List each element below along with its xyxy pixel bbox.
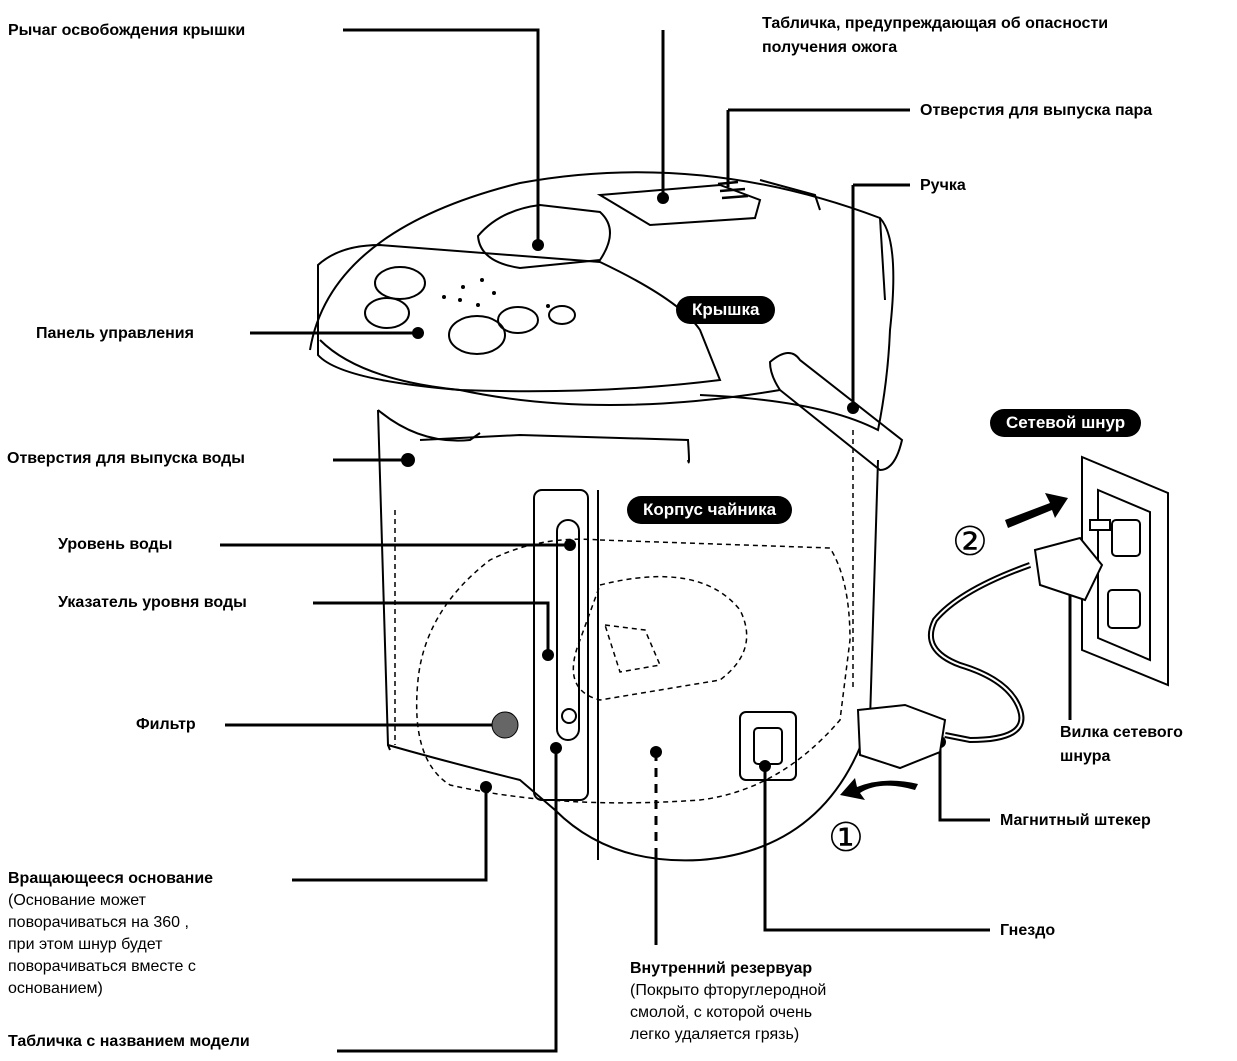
inner-tank-note-3: легко удаляется грязь) xyxy=(630,1026,799,1043)
label-socket: Гнездо xyxy=(1000,920,1055,941)
label-power-plug-line2: шнура xyxy=(1060,746,1110,767)
inner-tank-title: Внутренний резервуар xyxy=(630,958,826,980)
rotating-base-title: Вращающееся основание xyxy=(8,868,213,890)
magnetic-connector xyxy=(858,705,945,768)
label-model-plate: Табличка с названием модели xyxy=(8,1031,250,1052)
control-panel-dots xyxy=(419,278,550,337)
label-power-plug-line1: Вилка сетевого xyxy=(1060,722,1183,743)
label-handle: Ручка xyxy=(920,175,966,196)
step-two-marker: ② xyxy=(952,522,988,562)
leader-dots xyxy=(401,192,1076,793)
inner-tank-outline xyxy=(395,430,853,803)
pill-pot-body: Корпус чайника xyxy=(627,496,792,524)
power-cord xyxy=(931,565,1030,740)
rotating-base-note-2: поворачиваться на 360 , xyxy=(8,914,189,931)
label-inner-tank: Внутренний резервуар (Покрыто фторуглеро… xyxy=(630,958,826,1046)
step-one-marker: ① xyxy=(828,818,864,858)
pot-body xyxy=(310,172,902,860)
rotating-base-note-3: при этом шнур будет xyxy=(8,936,162,953)
inner-tank-note-2: смолой, с которой очень xyxy=(630,1004,812,1021)
label-burn-warning-line1: Табличка, предупреждающая об опасности xyxy=(762,13,1108,34)
rotating-base-note-5: основанием) xyxy=(8,980,103,997)
label-lid-release-lever: Рычаг освобождения крышки xyxy=(8,20,245,41)
rotating-base-note-4: поворачиваться вместе с xyxy=(8,958,196,975)
label-water-outlet: Отверстия для выпуска воды xyxy=(7,448,245,469)
power-cord-core xyxy=(931,565,1030,740)
pill-lid: Крышка xyxy=(676,296,775,324)
label-burn-warning-line2: получения ожога xyxy=(762,37,897,58)
filter-mesh xyxy=(492,712,518,738)
label-magnetic-plug: Магнитный штекер xyxy=(1000,810,1151,831)
label-level-indicator: Указатель уровня воды xyxy=(58,592,247,613)
label-control-panel: Панель управления xyxy=(36,323,194,344)
label-water-level: Уровень воды xyxy=(58,534,172,555)
label-filter: Фильтр xyxy=(136,714,196,735)
label-rotating-base: Вращающееся основание (Основание может п… xyxy=(8,868,213,1000)
pill-power-cord: Сетевой шнур xyxy=(990,409,1141,437)
inner-tank-note-1: (Покрыто фторуглеродной xyxy=(630,982,826,999)
steam-vent-slots xyxy=(718,182,748,198)
label-steam-vents: Отверстия для выпуска пара xyxy=(920,100,1152,121)
rotating-base-note-1: (Основание может xyxy=(8,892,146,909)
